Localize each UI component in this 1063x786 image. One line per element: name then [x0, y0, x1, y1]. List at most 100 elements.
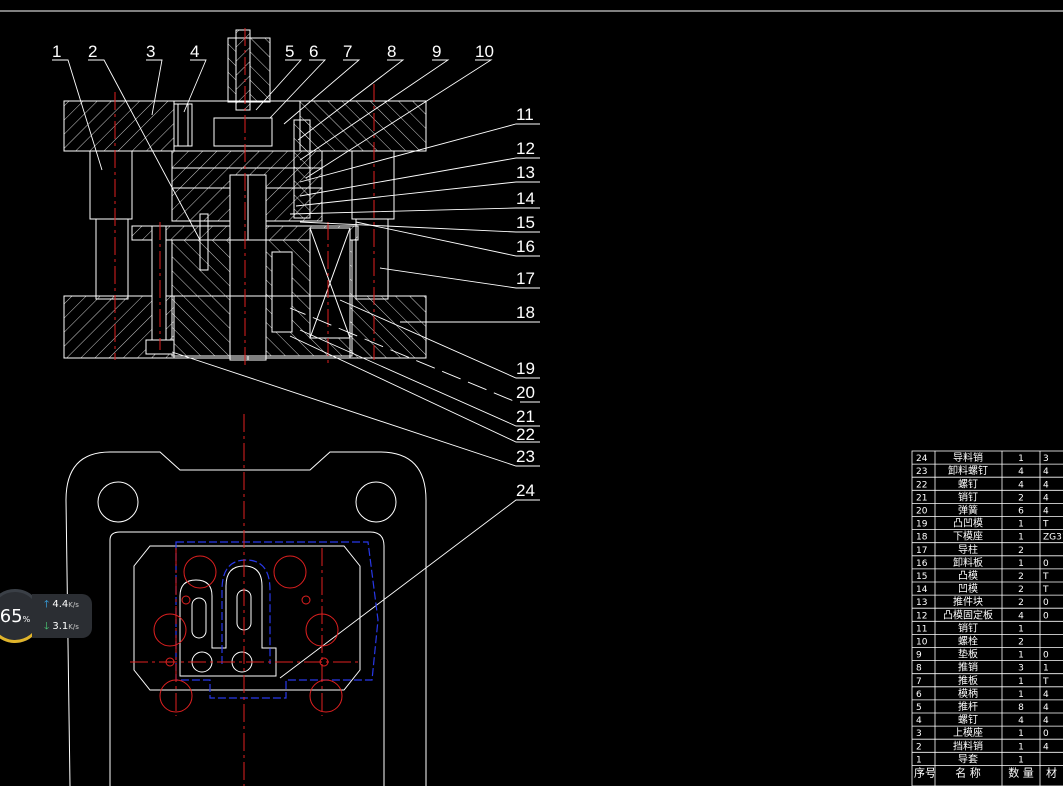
bom-cell-extra: 4: [1043, 716, 1049, 726]
bom-cell-index: 14: [916, 585, 928, 595]
bom-cell-name: 模柄: [958, 687, 978, 700]
bom-cell-qty: 1: [1018, 559, 1024, 569]
download-row: 🡓 3.1K/s: [44, 616, 92, 638]
bom-header-index: 序号: [914, 766, 936, 780]
plan-view: [65, 451, 427, 786]
part-label: 22: [516, 425, 535, 444]
bom-header-name: 名 称: [955, 766, 981, 780]
bom-cell-extra: 0: [1043, 729, 1049, 739]
part-label: 16: [516, 237, 535, 256]
bom-cell-qty: 4: [1018, 480, 1024, 490]
bom-cell-index: 1: [916, 755, 922, 765]
bom-cell-extra: 4: [1043, 742, 1049, 752]
bom-cell-index: 10: [916, 638, 928, 648]
bom-cell-extra: T: [1042, 572, 1049, 582]
bom-cell-qty: 4: [1018, 611, 1024, 621]
bom-cell-extra: 1: [1043, 664, 1049, 674]
bom-cell-name: 导料销: [953, 451, 983, 464]
part-label: 1: [52, 42, 61, 61]
bom-cell-name: 凸凹模: [953, 518, 983, 530]
part-label: 20: [516, 383, 535, 402]
bom-cell-qty: 2: [1018, 598, 1024, 608]
bom-grid: [911, 450, 1063, 786]
bom-cell-name: 推件块: [953, 595, 983, 608]
bom-cell-qty: 8: [1018, 703, 1024, 713]
part-label: 19: [516, 359, 535, 378]
bom-cell-qty: 1: [1018, 624, 1024, 634]
bom-cell-extra: 4: [1043, 507, 1049, 517]
bom-cell-name: 销钉: [958, 621, 978, 634]
part-label: 13: [516, 163, 535, 182]
bom-cell-index: 20: [916, 507, 928, 517]
bom-cell-extra: 0: [1043, 598, 1049, 608]
bom-cell-name: 凹模: [958, 583, 978, 595]
bom-cell-name: 螺栓: [958, 635, 978, 648]
bom-cell-extra: 0: [1043, 559, 1049, 569]
upload-speed: 4.4: [52, 599, 69, 610]
part-label: 12: [516, 139, 535, 158]
part-label: 23: [516, 447, 535, 466]
part-label: 21: [516, 407, 535, 426]
bom-cell-name: 卸料螺钉: [948, 464, 988, 477]
bom-cell-index: 4: [916, 716, 922, 726]
bom-cell-qty: 2: [1018, 585, 1024, 595]
bom-cell-name: 卸料板: [953, 556, 983, 569]
bom-cell-index: 2: [916, 742, 922, 752]
bom-cell-index: 16: [916, 559, 928, 569]
bom-cell-index: 19: [916, 520, 928, 530]
bom-cell-extra: 4: [1043, 703, 1049, 713]
bom-cell-index: 9: [916, 651, 922, 661]
bom-cell-qty: 1: [1018, 755, 1024, 765]
download-unit: K/s: [68, 623, 79, 631]
part-label: 7: [343, 42, 352, 61]
bom-cell-name: 凸模固定板: [943, 608, 993, 621]
bom-cell-name: 螺钉: [958, 714, 978, 726]
bom-cell-qty: 4: [1018, 716, 1024, 726]
part-label: 8: [387, 42, 396, 61]
bom-cell-extra: 0: [1043, 611, 1049, 621]
bom-cell-index: 12: [916, 611, 927, 621]
part-label: 3: [146, 42, 155, 61]
bom-cell-name: 挡料销: [953, 739, 983, 752]
part-label: 2: [88, 42, 97, 61]
bom-cell-qty: 2: [1018, 493, 1024, 503]
bom-cell-name: 螺钉: [958, 478, 978, 490]
leader-lines: [52, 59, 540, 679]
bom-cell-qty: 1: [1018, 690, 1024, 700]
part-label: 5: [285, 42, 294, 61]
part-label: 24: [516, 481, 535, 500]
bom-cell-extra: 4: [1043, 467, 1049, 477]
bom-cell-qty: 2: [1018, 572, 1024, 582]
bom-cell-index: 15: [916, 572, 927, 582]
bom-cell-name: 垫板: [958, 648, 978, 661]
part-label: 18: [516, 303, 535, 322]
bom-cell-extra: 4: [1043, 480, 1049, 490]
bom-cell-name: 下模座: [953, 530, 983, 543]
bom-cell-name: 销钉: [958, 490, 978, 503]
bom-cell-index: 22: [916, 480, 927, 490]
plan-blue-outline: [175, 541, 379, 699]
bom-cell-qty: 3: [1018, 664, 1024, 674]
bom-cell-qty: 2: [1018, 638, 1024, 648]
bom-header-material: 材: [1046, 766, 1057, 780]
speed-panel: 🡑 4.4K/s 🡓 3.1K/s: [32, 594, 92, 638]
network-speed-widget[interactable]: 65% 🡑 4.4K/s 🡓 3.1K/s: [0, 581, 104, 651]
bom-cell-index: 7: [916, 677, 922, 687]
bom-cell-extra: 4: [1043, 493, 1049, 503]
usage-percent: 65: [0, 605, 23, 627]
plan-red-circles: [153, 555, 343, 713]
download-speed: 3.1: [52, 621, 69, 632]
bom-cell-qty: 6: [1018, 507, 1024, 517]
download-arrow-icon: 🡓: [44, 621, 50, 632]
bom-cell-index: 3: [916, 729, 922, 739]
part-label: 6: [309, 42, 318, 61]
bom-cell-extra: T: [1042, 520, 1049, 530]
bom-cell-name: 推销: [958, 661, 978, 674]
bom-cell-name: 推板: [958, 674, 978, 687]
usage-percent-unit: %: [22, 614, 31, 624]
bom-cell-qty: 2: [1018, 546, 1024, 556]
